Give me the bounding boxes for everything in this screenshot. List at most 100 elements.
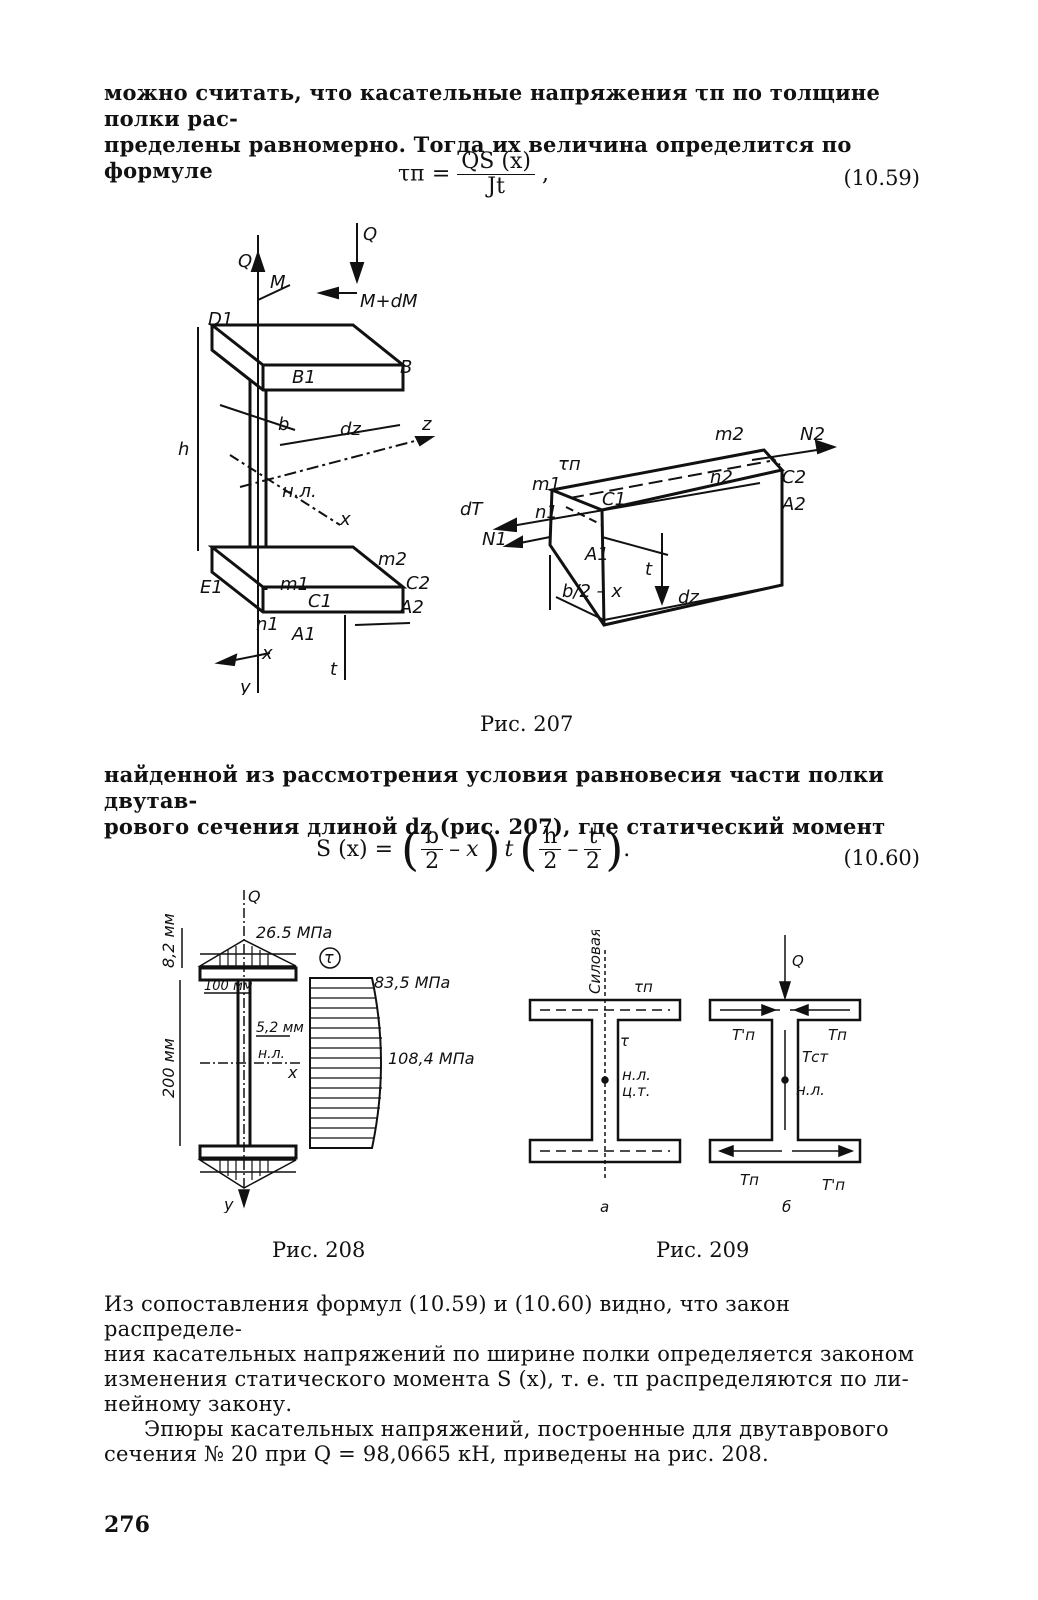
fig208-label-d3: 5,2 мм [256, 1020, 304, 1036]
fig209-label-nl2: н.л. [796, 1081, 825, 1099]
fig207-label-xb: x [261, 643, 273, 664]
fig207-label-Q: Q [238, 251, 252, 272]
intro-line-1: можно считать, что касательные напряжени… [104, 80, 881, 131]
fig207-label-E1: E1 [200, 577, 223, 598]
fig207-r-dz: dz [678, 587, 699, 608]
fig207-label-y: y [239, 677, 251, 695]
equation-10-59: τп = QS (x) Jt , [398, 150, 549, 199]
fig207-label-Q2: Q [363, 224, 377, 245]
eq1-numerator: QS (x) [457, 150, 535, 175]
fig207-label-m1: m1 [280, 574, 309, 595]
fig207-r-t: t [645, 559, 653, 580]
fig207-label-C1: C1 [308, 591, 332, 612]
middle-line-1: найденной из рассмотрения условия равнов… [104, 762, 884, 813]
fig207-caption: Рис. 207 [480, 712, 574, 736]
fig207-r-tau: τп [558, 454, 581, 475]
eq2-paren-open-1: ( [401, 822, 420, 876]
fig209-label-Q: Q [792, 952, 804, 970]
page-number: 276 [104, 1512, 150, 1538]
fig208-label-t3: 108,4 МПа [388, 1049, 475, 1068]
fig207-label-t: t [330, 659, 338, 680]
eq2-paren-close-1: ) [482, 822, 501, 876]
fig208-label-d2: 100 мм [204, 979, 253, 994]
fig207-label-B1: B1 [292, 367, 316, 388]
eq2-frac-b-num: b [421, 824, 444, 850]
intro-paragraph: можно считать, что касательные напряжени… [104, 80, 924, 184]
eq2-number: (10.60) [843, 846, 920, 870]
middle-paragraph: найденной из рассмотрения условия равнов… [104, 762, 924, 840]
fig207-label-MdM: M+dM [360, 291, 418, 312]
fig207-label-nl: н.л. [282, 481, 317, 502]
eq2-minus-1: – [449, 836, 461, 862]
fig209-label-b: б [782, 1198, 791, 1216]
fig209-label-Tp1: T'п [732, 1026, 755, 1044]
fig207-r-m1: m1 [532, 474, 561, 495]
middle-line-2: рового сечения длиной dz (рис. 207), где… [104, 814, 886, 839]
fig209-label-Tp4: T'п [822, 1176, 845, 1194]
eq2-minus-2: – [567, 836, 579, 862]
fig207-label-dz: dz [340, 419, 361, 440]
fig209-label-line: Силовая линия [586, 930, 604, 994]
conclusion-line-2: ния касательных напряжений по ширине пол… [104, 1342, 915, 1366]
conclusion-paragraph: Из сопоставления формул (10.59) и (10.60… [104, 1292, 924, 1467]
fig207-r-C2: C2 [782, 467, 806, 488]
fig207-r-N1: N1 [482, 529, 507, 550]
eq1-lhs: τп = [398, 161, 451, 187]
conclusion-line-4: нейному закону. [104, 1392, 293, 1416]
fig207-label-n1: n1 [256, 614, 279, 635]
eq2-dot: . [623, 836, 631, 862]
eq2-paren-close-2: ) [605, 822, 624, 876]
eq2-t: t [504, 836, 514, 862]
fig208-label-t1: 26.5 МПа [256, 923, 332, 942]
conclusion-line-1: Из сопоставления формул (10.59) и (10.60… [104, 1292, 791, 1341]
figure-208: Q 26.5 МПа τ 83,5 МПа 108,4 МПа 8,2 мм 1… [160, 888, 475, 1213]
intro-line-2: пределены равномерно. Тогда их величина … [104, 132, 852, 183]
fig207-label-D1: D1 [208, 309, 233, 330]
eq2-frac-t-den: 2 [585, 848, 600, 874]
fig209-label-Tp3: Tп [740, 1171, 759, 1189]
fig207-label-C2: C2 [406, 573, 430, 594]
fig209-label-tau: τ [620, 1032, 630, 1050]
eq2-lhs: S (x) = [316, 836, 394, 862]
fig209-label-Tst: Tст [802, 1048, 829, 1066]
fig208-label-tau: τ [324, 948, 334, 967]
fig207-label-M: M [270, 272, 286, 293]
eq2-frac-t-num: t [584, 824, 602, 850]
eq2-x: x [466, 836, 479, 862]
conclusion-line-3: изменения статического момента S (x), т.… [104, 1367, 909, 1391]
eq2-frac-t: t 2 [584, 824, 602, 874]
fig207-r-n2: n2 [710, 467, 733, 488]
fig208-label-d4: 200 мм [160, 1038, 178, 1098]
eq2-frac-h: h 2 [539, 824, 562, 874]
fig207-r-dT: dT [460, 499, 484, 520]
fig208-label-y: y [223, 1195, 234, 1213]
fig207-label-B: B [400, 357, 412, 378]
fig209-label-Tp2: Tп [828, 1026, 847, 1044]
fig209-label-nl: н.л. [622, 1066, 651, 1084]
eq1-fraction: QS (x) Jt [457, 150, 535, 199]
fig207-label-m2: m2 [378, 549, 407, 570]
fig207-r-n1: n1 [535, 502, 558, 523]
fig207-label-A2: A2 [399, 597, 424, 618]
eq1-tail: , [541, 161, 549, 187]
fig207-label-x: x [339, 509, 351, 530]
eq2-frac-b-den: 2 [425, 848, 440, 874]
eq2-frac-h-den: 2 [543, 848, 558, 874]
fig208-label-Q: Q [248, 888, 261, 906]
fig208-label-t2: 83,5 МПа [374, 973, 450, 992]
fig207-label-A1: A1 [291, 624, 316, 645]
fig208-label-nl: н.л. [258, 1046, 285, 1062]
fig207-r-N2: N2 [800, 424, 825, 445]
conclusion-line-6: сечения № 20 при Q = 98,0665 кН, приведе… [104, 1442, 769, 1466]
eq1-denominator: Jt [487, 174, 505, 199]
fig209-label-tp: τп [634, 978, 653, 996]
fig209-label-ct: ц.т. [622, 1082, 650, 1100]
figure-207: Q Q M M+dM D1 B1 B b dz z h н.л. x E1 m1… [178, 223, 837, 695]
fig209-label-a: а [600, 1198, 609, 1216]
fig207-r-bx: b/2 – x [562, 581, 622, 602]
fig207-r-A2: A2 [781, 494, 806, 515]
fig208-caption: Рис. 208 [272, 1238, 366, 1262]
conclusion-line-5: Эпюры касательных напряжений, построенны… [144, 1417, 889, 1441]
equation-10-60: S (x) = ( b 2 – x ) t ( h 2 – t 2 ) . [316, 822, 630, 876]
fig207-r-m2: m2 [715, 424, 744, 445]
